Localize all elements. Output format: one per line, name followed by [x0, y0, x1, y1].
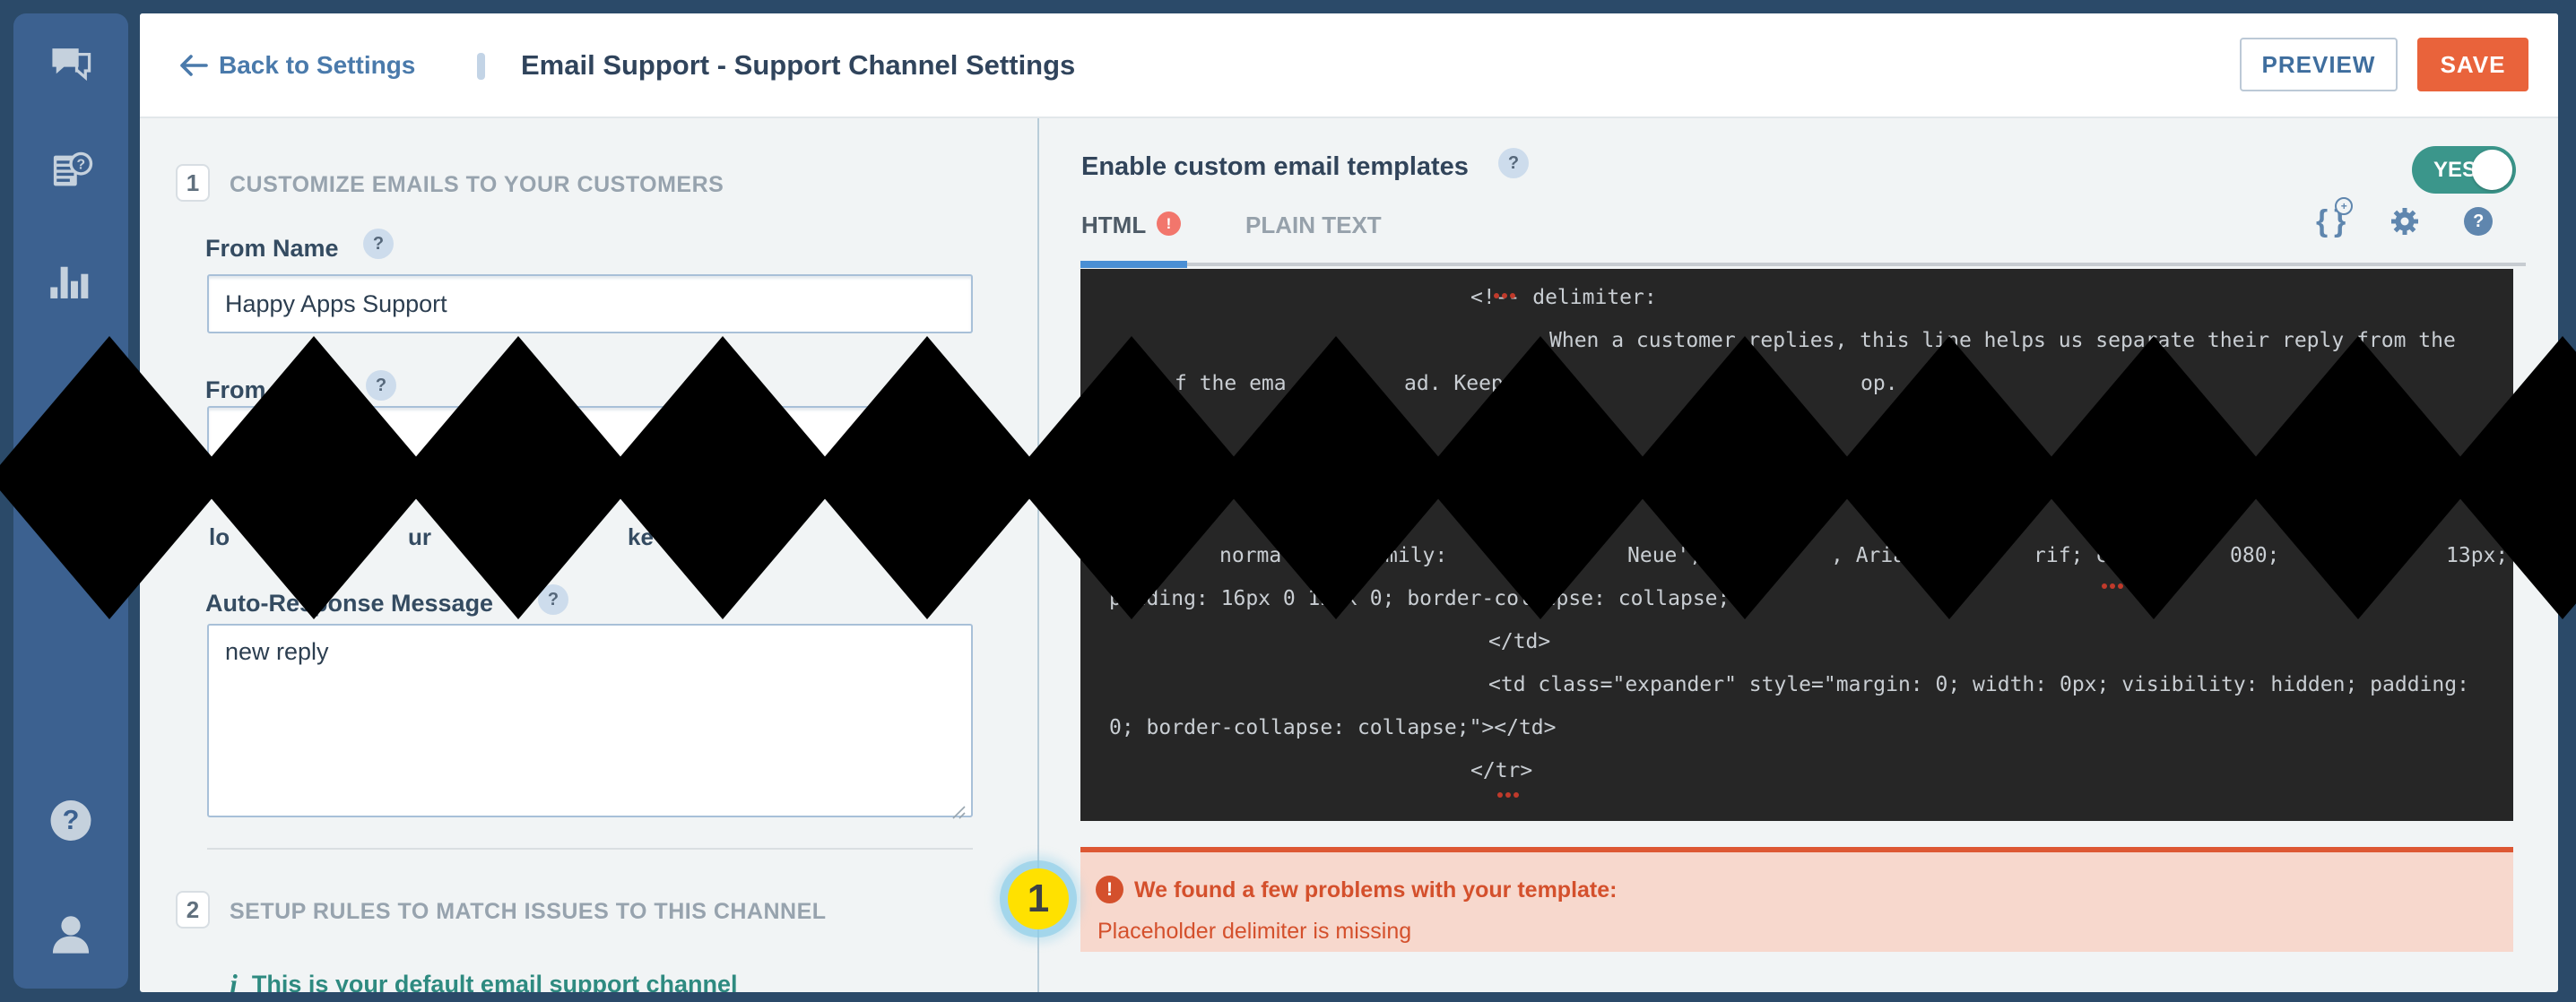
preview-button[interactable]: PREVIEW — [2240, 38, 2398, 91]
code-line: </td> — [1080, 620, 2513, 663]
info-icon: i — [230, 968, 238, 992]
code-fragment: </tr> — [1470, 759, 1533, 782]
html-error-badge-icon: ! — [1157, 212, 1181, 236]
from-name-help-icon[interactable]: ? — [363, 229, 394, 259]
toggle-knob — [2472, 150, 2512, 190]
from-partial-label: From — [205, 376, 266, 403]
code-area[interactable]: <!-- delimiter: When a customer replies, … — [1080, 269, 2513, 821]
code-fragment: normal — [1219, 544, 1295, 567]
section-1-title: CUSTOMIZE EMAILS TO YOUR CUSTOMERS — [230, 172, 724, 197]
code-fragment: Neue', — [1627, 544, 1703, 567]
back-to-settings-link[interactable]: Back to Settings — [179, 13, 415, 117]
email-template-panel: Enable custom email templates ? YES HTML… — [1039, 118, 2558, 992]
conversations-icon[interactable] — [48, 44, 94, 91]
back-label: Back to Settings — [219, 50, 416, 79]
code-fragment: <td class="expander" style="margin: 0; w… — [1488, 673, 2469, 696]
editor-help-icon[interactable]: ? — [2464, 207, 2494, 236]
back-arrow-icon — [180, 54, 208, 76]
plus-icon: + — [2335, 196, 2354, 215]
tab-underline-track — [1080, 263, 2526, 266]
code-line: <!-- delimiter: — [1080, 276, 2513, 319]
code-fragment: ad. Keep i — [1404, 372, 1529, 395]
settings-gear-icon[interactable] — [2387, 203, 2423, 239]
auto-response-label: Auto-Response Message — [205, 590, 494, 617]
info-note-text: This is your default email support chann… — [251, 971, 738, 992]
enable-templates-label: Enable custom email templates — [1081, 152, 1469, 181]
code-fragment: mily: — [1385, 544, 1448, 567]
from-partial-input[interactable] — [207, 406, 973, 465]
spellcheck-squiggle — [1494, 293, 1499, 298]
profile-icon[interactable] — [48, 912, 94, 963]
insert-placeholder-icon[interactable]: { }+ — [2316, 196, 2354, 239]
auto-response-textarea[interactable]: new reply — [207, 624, 973, 817]
save-button[interactable]: SAVE — [2417, 38, 2528, 91]
breadcrumb-separator — [477, 53, 485, 80]
enable-templates-toggle[interactable]: YES — [2412, 146, 2516, 194]
from-name-label: From Name — [205, 235, 339, 262]
redacted-text-fragment: ur — [408, 523, 431, 550]
editor-toolbar: { }+ ? — [2316, 196, 2494, 239]
svg-text:?: ? — [63, 804, 80, 835]
auto-response-help-icon[interactable]: ? — [538, 584, 568, 615]
code-fragment: , Aria — [1831, 544, 1906, 567]
default-channel-note: i This is your default email support cha… — [230, 968, 738, 992]
template-error-box: ! We found a few problems with your temp… — [1080, 847, 2513, 952]
spellcheck-squiggle — [2102, 583, 2107, 589]
code-fragment: When a customer replies, this line helps… — [1549, 329, 2456, 352]
code-fragment: 080; — [2230, 544, 2280, 567]
svg-text:?: ? — [76, 157, 85, 172]
help-icon[interactable]: ? — [48, 798, 94, 849]
code-fragment: 0; border-collapse: collapse;"></td> — [1109, 716, 1557, 739]
topbar: Back to Settings Email Support - Support… — [140, 13, 2558, 118]
code-fragment: f the ema — [1175, 372, 1287, 395]
code-line: When a customer replies, this line helps… — [1080, 319, 2513, 362]
section-1-badge: 1 — [176, 164, 210, 202]
code-line: f the ema ad. Keep i op. --> — [1080, 362, 2513, 405]
spellcheck-squiggle — [1497, 792, 1503, 798]
error-title: We found a few problems with your templa… — [1134, 877, 1618, 903]
settings-card: Back to Settings Email Support - Support… — [140, 13, 2558, 992]
from-partial-help-icon[interactable]: ? — [366, 370, 396, 401]
customize-emails-panel: 1 CUSTOMIZE EMAILS TO YOUR CUSTOMERS Fro… — [140, 118, 1037, 992]
page-title: Email Support - Support Channel Settings — [521, 48, 1076, 81]
textarea-resize-handle[interactable] — [951, 805, 966, 819]
sidebar: ? ? — [13, 13, 128, 989]
section-2-badge: 2 — [176, 891, 210, 929]
code-line: </tr> — [1080, 749, 2513, 792]
code-line: 0; border-collapse: collapse;"></td> — [1080, 706, 2513, 749]
code-fragment: </td> — [1488, 630, 1551, 653]
redacted-text-fragment: lo — [209, 523, 230, 550]
tab-plain-text[interactable]: PLAIN TEXT — [1245, 212, 1382, 238]
knowledge-base-icon[interactable]: ? — [47, 149, 95, 198]
code-fragment: <!-- delimiter: — [1470, 286, 1657, 309]
code-line: <td class="expander" style="margin: 0; w… — [1080, 663, 2513, 706]
code-fragment: 13px; — [2446, 544, 2509, 567]
enable-templates-help-icon[interactable]: ? — [1498, 148, 1529, 178]
active-tab-indicator — [1080, 261, 1187, 268]
code-line: padding: 16px 0 12px 0; border-collapse:… — [1080, 577, 2513, 620]
code-fragment: padding: 16px 0 12px 0; border-collapse:… — [1109, 587, 1730, 610]
annotation-marker-1: 1 — [1008, 868, 1069, 929]
toggle-label: YES — [2433, 157, 2477, 182]
from-name-input[interactable] — [207, 274, 973, 333]
code-fragment: op. --> — [1860, 372, 1947, 395]
reports-icon[interactable] — [48, 260, 93, 306]
error-detail: Placeholder delimiter is missing — [1097, 919, 1412, 944]
code-line: normal mily: Neue', , Aria rif; c 080; 13px; — [1080, 534, 2513, 577]
code-fragment: rif; c — [2034, 544, 2109, 567]
section-divider — [207, 848, 973, 850]
error-icon: ! — [1096, 876, 1123, 903]
section-2-title: SETUP RULES TO MATCH ISSUES TO THIS CHAN… — [230, 899, 827, 924]
tab-html[interactable]: HTML — [1081, 212, 1147, 238]
redacted-text-fragment: ke — [628, 523, 654, 550]
